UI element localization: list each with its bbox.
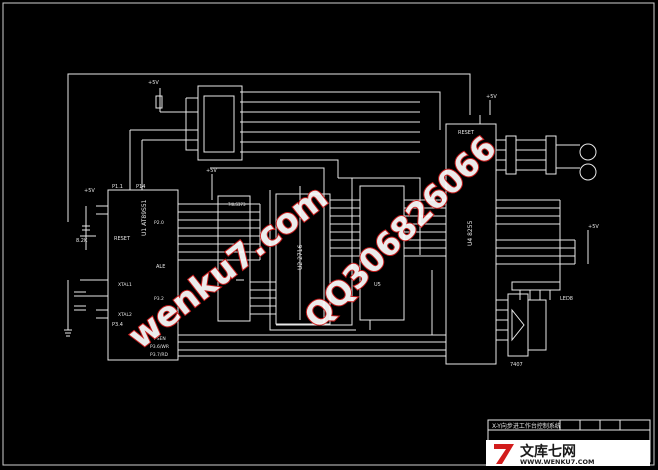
piu-chip-name: U4 8255: [467, 220, 474, 246]
piu-pin-reset: RESET: [458, 130, 475, 136]
display-inner: [203, 95, 235, 153]
wiring: [67, 73, 589, 357]
cpu-pin-p32: P3.2: [154, 296, 164, 302]
driver-array-2: [545, 135, 557, 175]
vcc-label-display: +5V: [148, 80, 159, 86]
cpu-pin-reset: RESET: [114, 236, 131, 242]
vcc-label-piu: +5V: [486, 94, 497, 100]
led-bar-outline: [511, 281, 561, 291]
drawing-frame: [2, 2, 655, 466]
cpu-pin-psen: PSEN: [154, 336, 166, 342]
cpu-pin-p14: P14: [136, 184, 145, 190]
cpu-pin-p11: P1.1: [112, 184, 123, 190]
buffer-7407-name: 7407: [510, 362, 523, 368]
cpu-pin-rd: P3.7/RD: [150, 352, 169, 358]
ground-symbols: [64, 279, 380, 337]
stepper-motor-y: [579, 163, 597, 181]
cpu-pin-ale: ALE: [156, 264, 165, 270]
reset-resistor-label: 8.2K: [76, 238, 88, 244]
buffer-symbol: [511, 308, 525, 342]
logo-chinese-name: 文库七网: [520, 443, 576, 460]
seven-seg-display: [197, 85, 243, 161]
site-logo: 文库七网 WWW.WENKU7.COM: [486, 440, 650, 466]
cpu-chip-name: U1 AT89S51: [141, 199, 148, 236]
vcc-label-led: +5V: [588, 224, 599, 230]
cpu-pin-xtal2: XTAL2: [118, 312, 132, 318]
vcc-label-cpu: +5V: [84, 188, 95, 194]
cpu-pin-p20: P2.0: [154, 220, 164, 226]
latch-chip-name: 74LS373: [228, 202, 246, 207]
cap-c2: [74, 305, 86, 311]
buffer-7407-outline: [507, 293, 529, 357]
cpu-pin-p34: P3.4: [112, 322, 123, 328]
cpu-chip-outline: [107, 189, 179, 361]
schematic-labels: P1.1 P14 RESET XTAL1 XTAL2 P3.4 ALE P3.6…: [76, 80, 599, 430]
led-bar-name: LED8: [560, 296, 573, 302]
stepper-motor-x: [579, 143, 597, 161]
ram-chip-outline: [275, 193, 331, 325]
title-block-text: X-Y向步进工作台控制系统: [492, 422, 561, 430]
cpu-pin-wr: P3.6/WR: [150, 344, 169, 350]
ram-chip-name: U2 2716: [297, 244, 304, 270]
latch-chip-outline: [217, 195, 251, 322]
piu-chip-outline: [445, 123, 497, 365]
driver-array-1: [505, 135, 517, 175]
logo-seven-mark: [494, 444, 514, 464]
u5-chip-name: U5: [374, 282, 381, 288]
cap-reset: [82, 225, 90, 231]
logo-url: WWW.WENKU7.COM: [520, 458, 594, 466]
u5-chip-outline: [359, 185, 405, 321]
reset-resistor: [155, 95, 163, 109]
vcc-label-latch: +5V: [206, 168, 217, 174]
cpu-pin-xtal1: XTAL1: [118, 282, 132, 288]
cap-c1: [74, 291, 86, 297]
